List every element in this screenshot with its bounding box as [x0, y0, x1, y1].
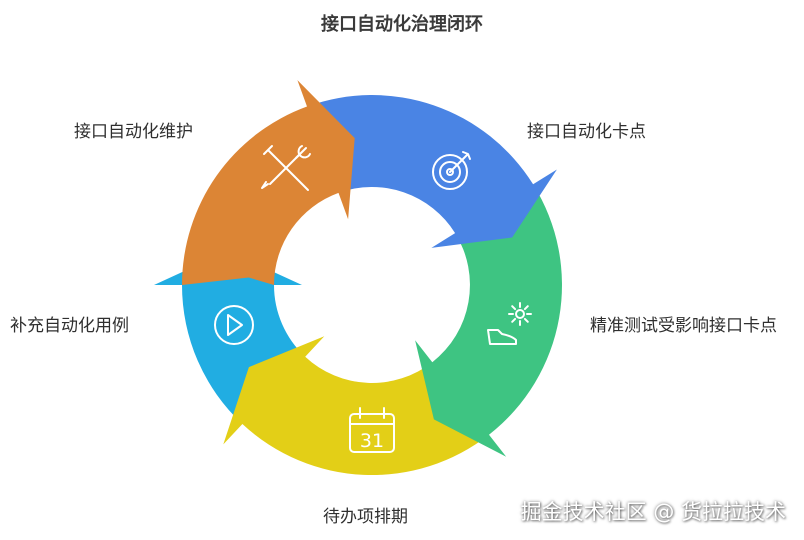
play-icon: [214, 305, 254, 345]
diagram-title: 接口自动化治理闭环: [321, 14, 483, 35]
step-label-maintain: 接口自动化维护: [74, 122, 193, 142]
segment-precise-test: [415, 184, 562, 457]
segment-maintain: [182, 80, 355, 285]
tools-icon: [261, 145, 311, 191]
step-label-add-cases: 补充自动化用例: [10, 316, 129, 336]
calendar-icon: 31: [349, 407, 395, 453]
segment-add-cases: [154, 251, 306, 424]
target-icon: [432, 151, 471, 190]
step-label-precise-test: 精准测试受影响接口卡点: [590, 316, 777, 336]
calendar-day-number: 31: [360, 430, 384, 452]
watermark: 掘金技术社区 @ 货拉拉技术: [520, 500, 786, 524]
step-label-gate: 接口自动化卡点: [527, 122, 646, 142]
gear-icon: [487, 302, 532, 345]
step-label-schedule: 待办项排期: [323, 507, 408, 527]
segment-gate: [307, 95, 557, 248]
